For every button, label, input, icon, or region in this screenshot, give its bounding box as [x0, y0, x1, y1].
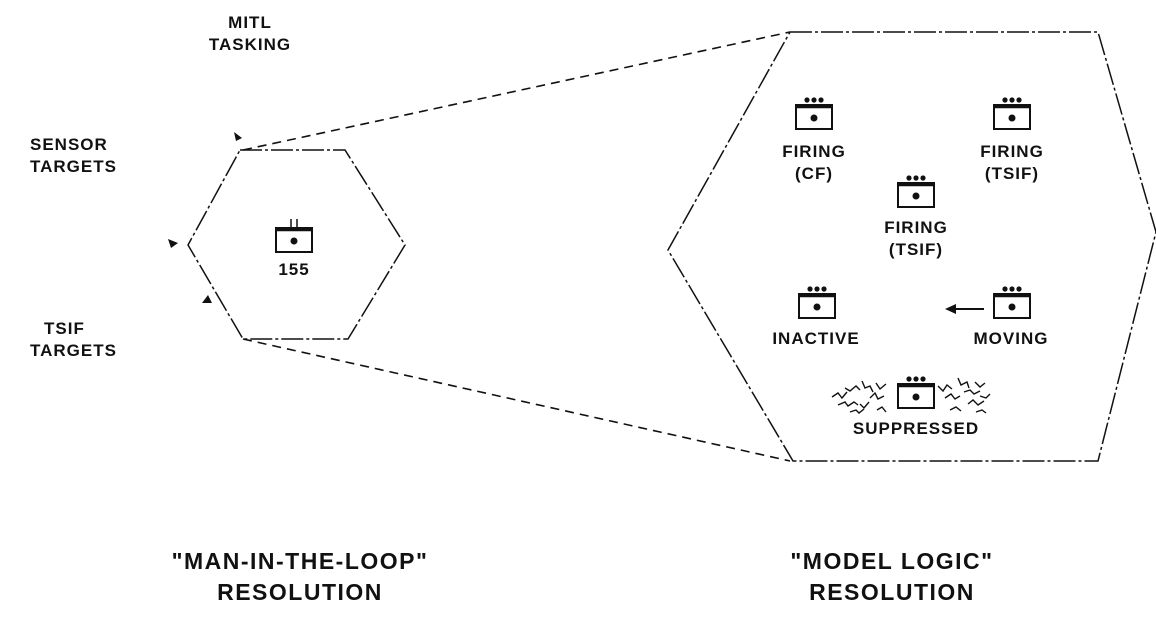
caption-right-line-1: "MODEL LOGIC": [790, 548, 994, 574]
zoom-line-top: [242, 31, 791, 151]
firing-cf-label: FIRING (CF): [769, 141, 859, 185]
mitl-tasking-arrow-icon: [234, 132, 242, 141]
sensor-targets-line-1: SENSOR: [30, 135, 108, 154]
suppressed-line-1: SUPPRESSED: [852, 419, 980, 438]
sensor-targets-line-2: TARGETS: [30, 157, 117, 176]
unit-icon-suppressed: [897, 376, 935, 409]
caption-left-line-1: "MAN-IN-THE-LOOP": [171, 548, 429, 574]
caption-man-in-the-loop: "MAN-IN-THE-LOOP" RESOLUTION: [140, 546, 460, 608]
firing-tsif-right-line-1: FIRING: [980, 142, 1044, 161]
caption-right-line-2: RESOLUTION: [809, 579, 975, 605]
firing-cf-line-1: FIRING: [782, 142, 846, 161]
mitl-tasking-line-2: TASKING: [208, 35, 292, 54]
mitl-tasking-label: MITL TASKING: [205, 12, 295, 56]
tsif-targets-line-2: TARGETS: [30, 341, 117, 360]
firing-tsif-center-line-2: (TSIF): [888, 240, 944, 259]
tsif-targets-arrow-icon: [202, 295, 212, 303]
unit-icon-firing-cf: [795, 97, 833, 130]
unit-icon-moving: [993, 286, 1031, 319]
unit-icon-inactive: [798, 286, 836, 319]
tsif-targets-label: TSIF TARGETS: [30, 318, 117, 362]
firing-tsif-right-line-2: (TSIF): [984, 164, 1040, 183]
zoom-line-bottom: [242, 338, 791, 462]
small-hexagon: [187, 149, 406, 340]
caption-left-line-2: RESOLUTION: [217, 579, 383, 605]
inactive-line-1: INACTIVE: [772, 329, 860, 348]
unit-icon-firing-tsif-right: [993, 97, 1031, 130]
suppression-burst-left: [831, 380, 887, 414]
inactive-label: INACTIVE: [746, 328, 886, 350]
firing-tsif-right-label: FIRING (TSIF): [967, 141, 1057, 185]
moving-label: MOVING: [946, 328, 1076, 350]
sensor-targets-label: SENSOR TARGETS: [30, 134, 117, 178]
firing-tsif-center-label: FIRING (TSIF): [871, 217, 961, 261]
suppression-burst-right: [937, 377, 991, 414]
firing-tsif-center-line-1: FIRING: [884, 218, 948, 237]
large-hexagon: [667, 31, 1156, 462]
unit-155-label: 155: [278, 260, 310, 279]
tsif-targets-line-1: TSIF: [44, 319, 85, 338]
moving-direction-arrow-icon: [945, 304, 984, 314]
sensor-targets-arrow-icon: [168, 239, 178, 248]
caption-model-logic: "MODEL LOGIC" RESOLUTION: [752, 546, 1032, 608]
mitl-tasking-line-1: MITL: [228, 13, 272, 32]
firing-cf-line-2: (CF): [795, 164, 833, 183]
moving-line-1: MOVING: [973, 329, 1049, 348]
suppressed-label: SUPPRESSED: [826, 418, 1006, 440]
unit-icon-firing-tsif-center: [897, 175, 935, 208]
artillery-unit-icon-155: [275, 219, 313, 253]
